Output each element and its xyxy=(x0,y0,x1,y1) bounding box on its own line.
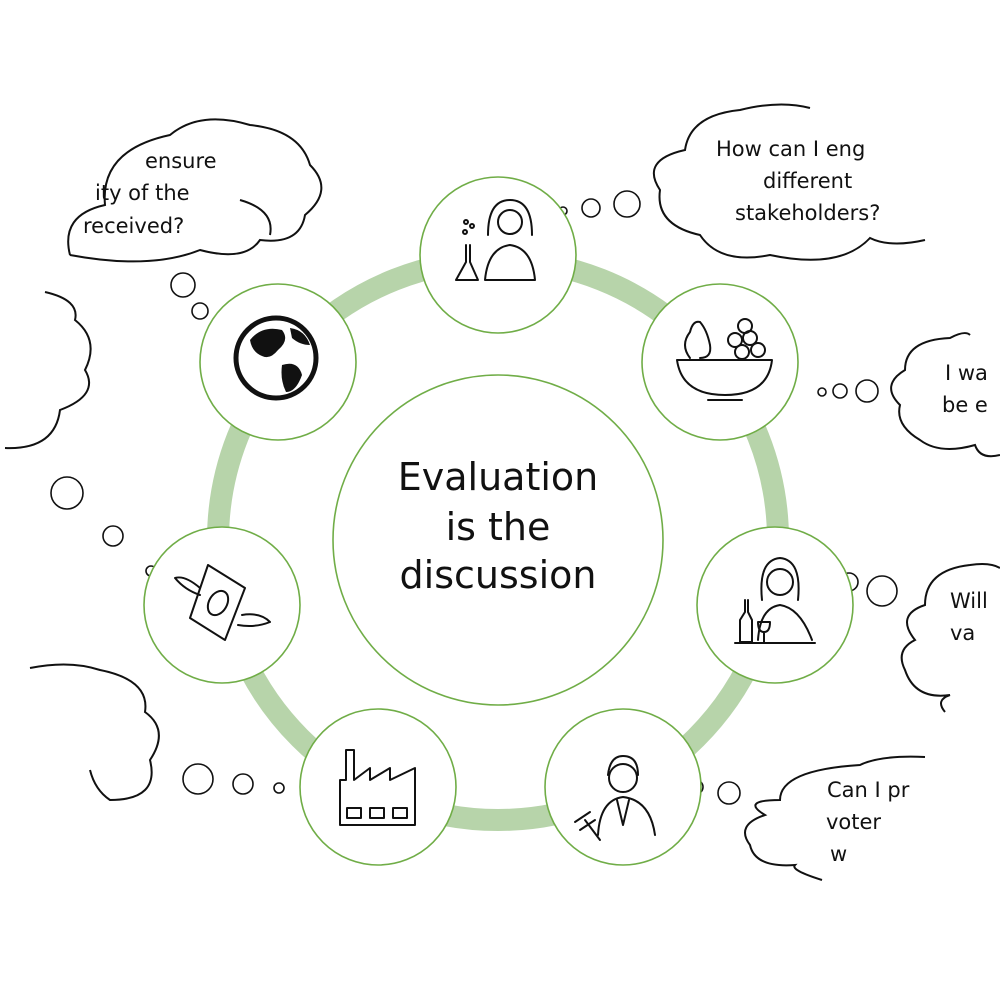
node-politician xyxy=(544,708,702,866)
node-globe xyxy=(199,283,357,441)
factory-icon xyxy=(339,749,416,826)
center-line-2: is the xyxy=(446,505,551,549)
node-scientist xyxy=(419,176,577,334)
thought-cloud-left-upper xyxy=(4,291,157,577)
thought-cloud-top-right: How can I eng different stakeholders? xyxy=(558,103,926,261)
node-fruit-bowl xyxy=(641,283,799,441)
thought-cloud-left-lower xyxy=(29,663,285,802)
politician-gavel-icon xyxy=(574,755,656,841)
thought-text: ensure xyxy=(145,149,217,173)
thought-text: voter xyxy=(826,810,881,834)
thought-text: I wa xyxy=(945,361,988,385)
thought-text: w xyxy=(830,842,847,866)
winemaker-icon xyxy=(734,557,816,644)
fruit-bowl-icon xyxy=(676,318,773,401)
thought-cloud-right-upper: I wa be e xyxy=(817,332,1000,458)
thought-text: How can I eng xyxy=(716,137,865,161)
node-winemaker xyxy=(696,526,854,684)
thought-text: received? xyxy=(83,214,184,238)
thought-text: be e xyxy=(942,393,988,417)
node-money xyxy=(143,526,301,684)
node-factory xyxy=(299,708,457,866)
flying-money-icon xyxy=(174,564,271,641)
thought-text: Will xyxy=(950,589,988,613)
scientist-icon xyxy=(455,199,536,281)
center-circle: Evaluation is the discussion xyxy=(332,374,664,706)
globe-icon xyxy=(233,315,319,401)
center-line-1: Evaluation xyxy=(398,455,599,499)
thought-text: different xyxy=(763,169,852,193)
thought-cloud-bottom-right: Can I pr voter w xyxy=(665,755,926,881)
thought-text: ity of the xyxy=(95,181,190,205)
thought-text: Can I pr xyxy=(827,778,910,802)
thought-text: va xyxy=(950,621,975,645)
center-line-3: discussion xyxy=(400,553,597,597)
thought-text: stakeholders? xyxy=(735,201,880,225)
